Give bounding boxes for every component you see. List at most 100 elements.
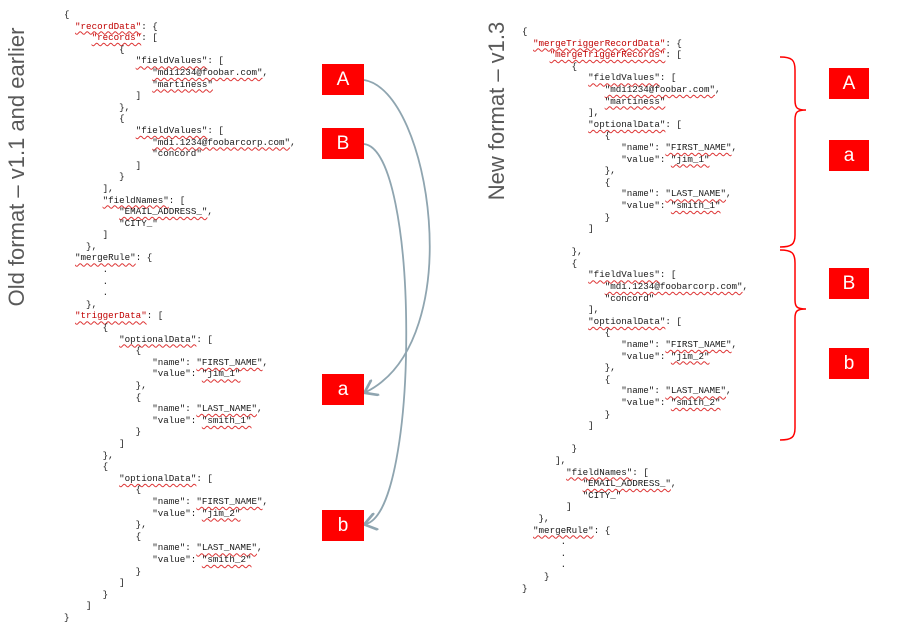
code-key: "FIRST_NAME" [196,356,263,368]
code-line: { [522,26,748,38]
code-line: . [64,264,296,276]
code-line: { [64,392,296,404]
code-key: "LAST_NAME" [196,542,257,554]
code-line: { [64,113,296,125]
code-text: { [64,345,142,357]
code-text: }, [64,380,147,391]
code-key: "LAST_NAME" [665,188,727,200]
code-line: "fieldValues": [ [522,269,748,281]
code-key: "optionalData" [588,118,666,130]
code-key: "jim_2" [670,350,710,362]
code-text: , [262,66,269,78]
code-text: "name": [522,141,666,153]
code-text: . [64,275,109,287]
code-text: } [522,408,611,420]
code-line: { [522,327,748,339]
code-line: . [64,276,296,288]
code-text: . [64,264,109,276]
code-line: ] [64,160,296,172]
code-text: "name": [64,542,197,554]
code-line: "EMAIL_ADDRESS_", [522,478,748,490]
code-text: ] [522,223,594,235]
code-text: . [64,287,109,299]
code-line: "mdi1234@foobar.com", [64,67,296,79]
arrow-B-to-b [364,143,408,524]
code-text: }, [64,101,131,113]
code-text: : [ [196,333,213,345]
code-key: "mergeRule" [75,252,136,264]
code-line: } [522,409,748,421]
code-key: "fieldValues" [588,269,660,281]
code-text: } [522,582,528,594]
code-key: "FIRST_NAME" [196,495,263,507]
code-line: "optionalData": [ [64,334,296,346]
code-text: } [64,426,142,438]
code-text: , [256,542,263,554]
code-line: . [522,536,748,548]
code-line: "value": "smith_1" [64,415,296,427]
code-key: "recordData" [75,20,142,32]
code-text: { [64,322,109,334]
code-key: "mdi.1234@foobarcorp.com" [604,281,743,293]
code-line: } [64,566,296,578]
code-line: }, [64,241,296,253]
code-text: "value": [64,553,202,565]
code-text: "value": [64,507,202,519]
code-line: "value": "smith_1" [522,200,748,212]
code-line: . [64,287,296,299]
code-key: "triggerData" [75,310,147,322]
code-line: "optionalData": [ [522,119,748,131]
code-line: "mergeRule": { [64,252,296,264]
code-line: { [522,374,748,386]
code-text: , [726,188,732,200]
code-line: } [522,443,748,455]
code-line: "value": "jim_1" [64,368,296,380]
code-text: , [742,281,749,293]
code-text: "concord" [64,148,202,160]
code-text: : [ [207,124,224,136]
code-text: : [ [168,194,186,206]
code-line: ], [522,107,748,119]
code-key: "EMAIL_ADDRESS_" [119,206,208,218]
code-text: : { [665,37,682,49]
code-text: ], [522,454,567,466]
code-line: "mergeTriggerRecords": [ [522,49,748,61]
code-text: { [522,257,578,269]
code-text: : [ [146,310,164,322]
code-line: ] [64,438,296,450]
code-text: , [256,403,263,415]
code-key: "optionalData" [588,315,666,327]
code-line: "name": "LAST_NAME", [522,385,748,397]
code-line: }, [64,299,296,311]
code-key: "EMAIL_ADDRESS_" [582,478,671,490]
code-line: ] [64,229,296,241]
code-line: ] [522,223,748,235]
code-line: } [64,612,296,624]
code-text: ] [522,420,594,432]
code-line: "fieldValues": [ [522,72,748,84]
code-line: }, [522,513,748,525]
code-line: "value": "jim_2" [522,351,748,363]
code-key: "mergeTriggerRecordData" [533,37,666,49]
code-text: { [522,130,611,142]
code-line: "optionalData": [ [522,316,748,328]
label-B-new: B [829,268,869,299]
code-line: "recordData": { [64,21,296,33]
code-line: }, [64,450,296,462]
code-text: } [64,565,142,577]
label-a-old: a [322,374,364,405]
code-line: "fieldNames": [ [64,195,296,207]
code-line: { [522,61,748,73]
code-key: "records" [91,32,142,44]
code-line: "mdi.1234@foobarcorp.com", [522,281,748,293]
code-line: "mdi1234@foobar.com", [522,84,748,96]
code-text: }, [522,246,583,258]
code-line: "value": "jim_1" [522,154,748,166]
code-key: "fieldValues" [135,55,208,67]
label-b-old: b [322,510,364,541]
code-key: "jim_2" [201,507,241,519]
code-line: "martiness" [522,96,748,108]
code-line: "mergeRule": { [522,525,748,537]
code-line: ] [64,90,296,102]
